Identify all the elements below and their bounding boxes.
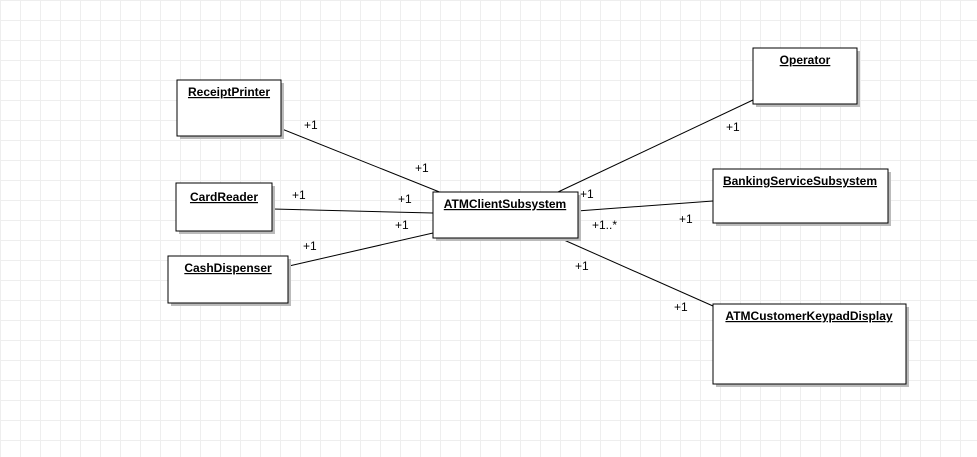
class-receipt-printer[interactable]: ReceiptPrinter: [176, 79, 284, 139]
class-cash-dispenser[interactable]: CashDispenser: [167, 255, 291, 306]
association-cardreader-atmclient[interactable]: [272, 208, 434, 214]
multiplicity-keypaddisplay-client-end: +1: [575, 259, 589, 273]
class-name-atm-client-subsystem: ATMClientSubsystem: [444, 197, 566, 211]
multiplicity-cardreader-client-end: +1: [398, 192, 412, 206]
class-name-cash-dispenser: CashDispenser: [184, 261, 272, 275]
multiplicity-receiptprinter-end: +1: [304, 118, 318, 132]
class-name-banking-service-subsystem: BankingServiceSubsystem: [723, 174, 877, 188]
association-cashdispenser-atmclient[interactable]: [288, 232, 434, 267]
multiplicity-operator-client-end: +1: [580, 187, 594, 201]
class-name-card-reader: CardReader: [190, 190, 258, 204]
class-banking-service-subsystem[interactable]: BankingServiceSubsystem: [712, 168, 891, 226]
association-keypaddisplay-atmclient[interactable]: [563, 239, 714, 307]
class-name-receipt-printer: ReceiptPrinter: [188, 85, 270, 99]
association-operator-atmclient[interactable]: [557, 99, 754, 193]
multiplicity-bankingservice-client-end: +1..*: [592, 218, 617, 232]
association-receiptprinter-atmclient[interactable]: [276, 126, 443, 194]
multiplicity-keypaddisplay-end: +1: [674, 300, 688, 314]
class-name-atm-customer-keypad-display: ATMCustomerKeypadDisplay: [725, 309, 892, 323]
class-name-operator: Operator: [780, 53, 831, 67]
multiplicity-operator-end: +1: [726, 120, 740, 134]
multiplicity-bankingservice-end: +1: [679, 212, 693, 226]
class-atm-client-subsystem[interactable]: ATMClientSubsystem: [432, 191, 581, 241]
class-atm-customer-keypad-display[interactable]: ATMCustomerKeypadDisplay: [712, 303, 909, 387]
class-operator[interactable]: Operator: [752, 47, 860, 107]
association-bankingservice-atmclient[interactable]: [576, 200, 714, 212]
multiplicity-receiptprinter-client-end: +1: [415, 161, 429, 175]
multiplicity-cashdispenser-client-end: +1: [395, 218, 409, 232]
class-card-reader[interactable]: CardReader: [175, 182, 275, 234]
multiplicity-cashdispenser-end: +1: [303, 239, 317, 253]
multiplicity-cardreader-end: +1: [292, 188, 306, 202]
